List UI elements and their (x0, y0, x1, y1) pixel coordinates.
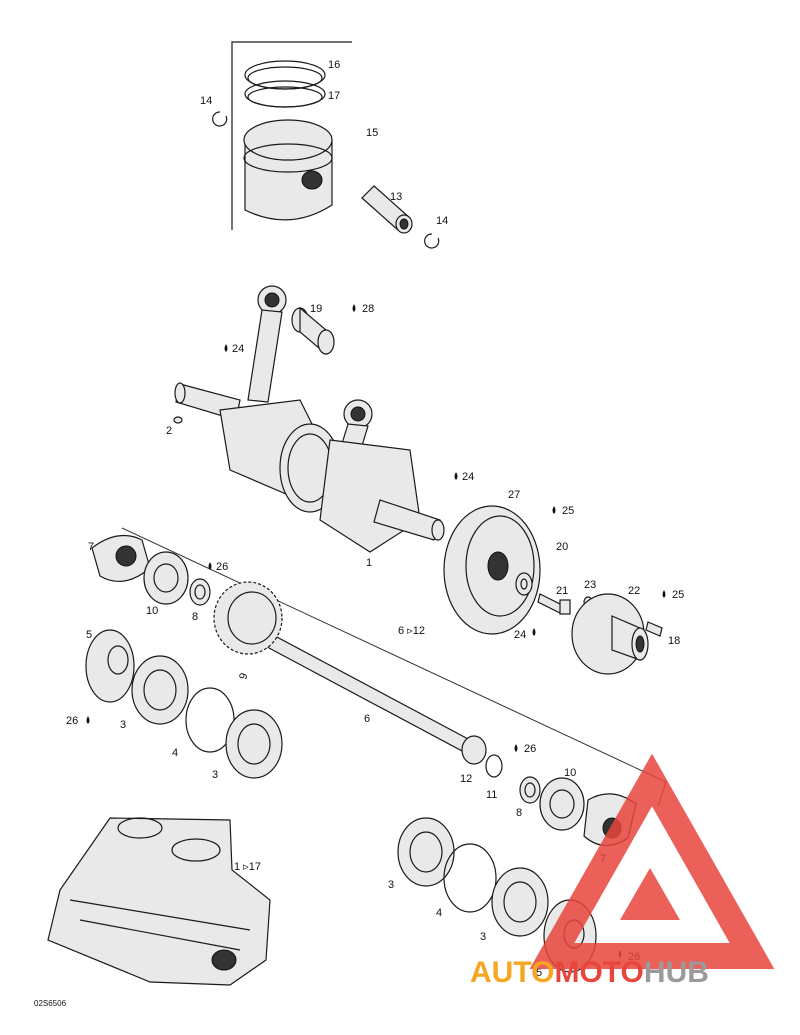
label-12: 12 (460, 773, 472, 785)
label-16: 16 (328, 59, 340, 71)
shaft-6 (253, 627, 471, 753)
piston-pin-13 (361, 185, 413, 234)
screw-18 (645, 621, 663, 637)
label-14: 14 (200, 95, 212, 107)
bearing-19 (291, 306, 335, 356)
piston-group (212, 41, 440, 249)
label-4-b: 4 (436, 907, 442, 919)
label-2: 2 (166, 425, 172, 437)
bearing-12 (461, 735, 487, 765)
label-3-d: 3 (480, 931, 486, 943)
callout-labels: 16 17 14 15 13 14 19 28 24 2 24 27 25 20… (34, 59, 684, 1008)
label-3-c: 3 (388, 879, 394, 891)
label-14-right: 14 (436, 215, 448, 227)
label-21: 21 (556, 585, 568, 597)
bearing-3-left (131, 655, 189, 725)
label-10-b: 10 (564, 767, 576, 779)
piston-15 (243, 119, 333, 221)
oil-drop-icon (662, 590, 666, 598)
oil-drop-icon (532, 628, 536, 636)
gear-9 (213, 581, 283, 655)
balance-shaft-group (85, 527, 667, 847)
oil-drop-icon (352, 304, 356, 312)
seal-5-lower (543, 899, 597, 973)
label-15: 15 (366, 127, 378, 139)
label-13: 13 (390, 191, 402, 203)
label-26: 26 (216, 561, 228, 573)
seal-8-right (519, 776, 541, 804)
label-24: 24 (232, 343, 244, 355)
label-5: 5 (86, 629, 92, 641)
oil-drop-icon (208, 562, 212, 570)
seal-5-left (85, 629, 135, 703)
circlip-14 (212, 111, 228, 127)
label-11: 11 (486, 789, 497, 801)
label-27: 27 (508, 489, 520, 501)
bearing-10-right (539, 777, 585, 831)
oil-drop-icon (86, 716, 90, 724)
label-25-b: 25 (672, 589, 684, 601)
label-24-c: 24 (514, 629, 526, 641)
oil-drop-icon (618, 950, 622, 958)
label-17: 17 (328, 90, 340, 102)
oil-drop-icon (552, 506, 556, 514)
seal-8-left (189, 578, 211, 606)
label-4: 4 (172, 747, 178, 759)
label-9: 9 (237, 672, 250, 681)
oil-drop-icon (454, 472, 458, 480)
label-6-to-12: 6 ▹12 (398, 625, 425, 637)
label-7-b: 7 (600, 853, 606, 865)
flywheel-27 (443, 505, 541, 635)
crankshaft-1 (174, 285, 445, 553)
label-20: 20 (556, 541, 568, 553)
label-5-b: 5 (536, 967, 542, 979)
bearing-10-left (143, 551, 189, 605)
bearing-3-mid (225, 709, 283, 779)
label-23: 23 (584, 579, 596, 591)
label-28: 28 (362, 303, 374, 315)
label-26-b: 26 (66, 715, 78, 727)
label-26-d: 26 (628, 951, 640, 963)
label-8-b: 8 (516, 807, 522, 819)
washer-20 (515, 572, 533, 596)
label-10: 10 (146, 605, 158, 617)
label-25: 25 (562, 505, 574, 517)
label-1: 1 (366, 557, 372, 569)
label-18: 18 (668, 635, 680, 647)
label-24-b: 24 (462, 471, 474, 483)
circlip-14-right (424, 233, 440, 249)
label-6: 6 (364, 713, 370, 725)
label-19: 19 (310, 303, 322, 315)
oring-4-lower (443, 843, 497, 913)
label-26-c: 26 (524, 743, 536, 755)
label-3-b: 3 (212, 769, 218, 781)
label-3: 3 (120, 719, 126, 731)
key-2 (173, 416, 183, 424)
label-7: 7 (88, 541, 94, 553)
hub-22 (571, 593, 649, 675)
oil-drop-icon (224, 344, 228, 352)
engine-block (47, 817, 271, 986)
figure-code: 02S6506 (34, 999, 67, 1008)
label-22: 22 (628, 585, 640, 597)
bearing-3-lower-b (491, 867, 549, 937)
oil-drop-icon (514, 744, 518, 752)
bearing-3-lower-a (397, 817, 455, 887)
label-1-to-17: 1 ▹17 (234, 861, 261, 873)
label-8: 8 (192, 611, 198, 623)
ring-11 (485, 754, 503, 778)
